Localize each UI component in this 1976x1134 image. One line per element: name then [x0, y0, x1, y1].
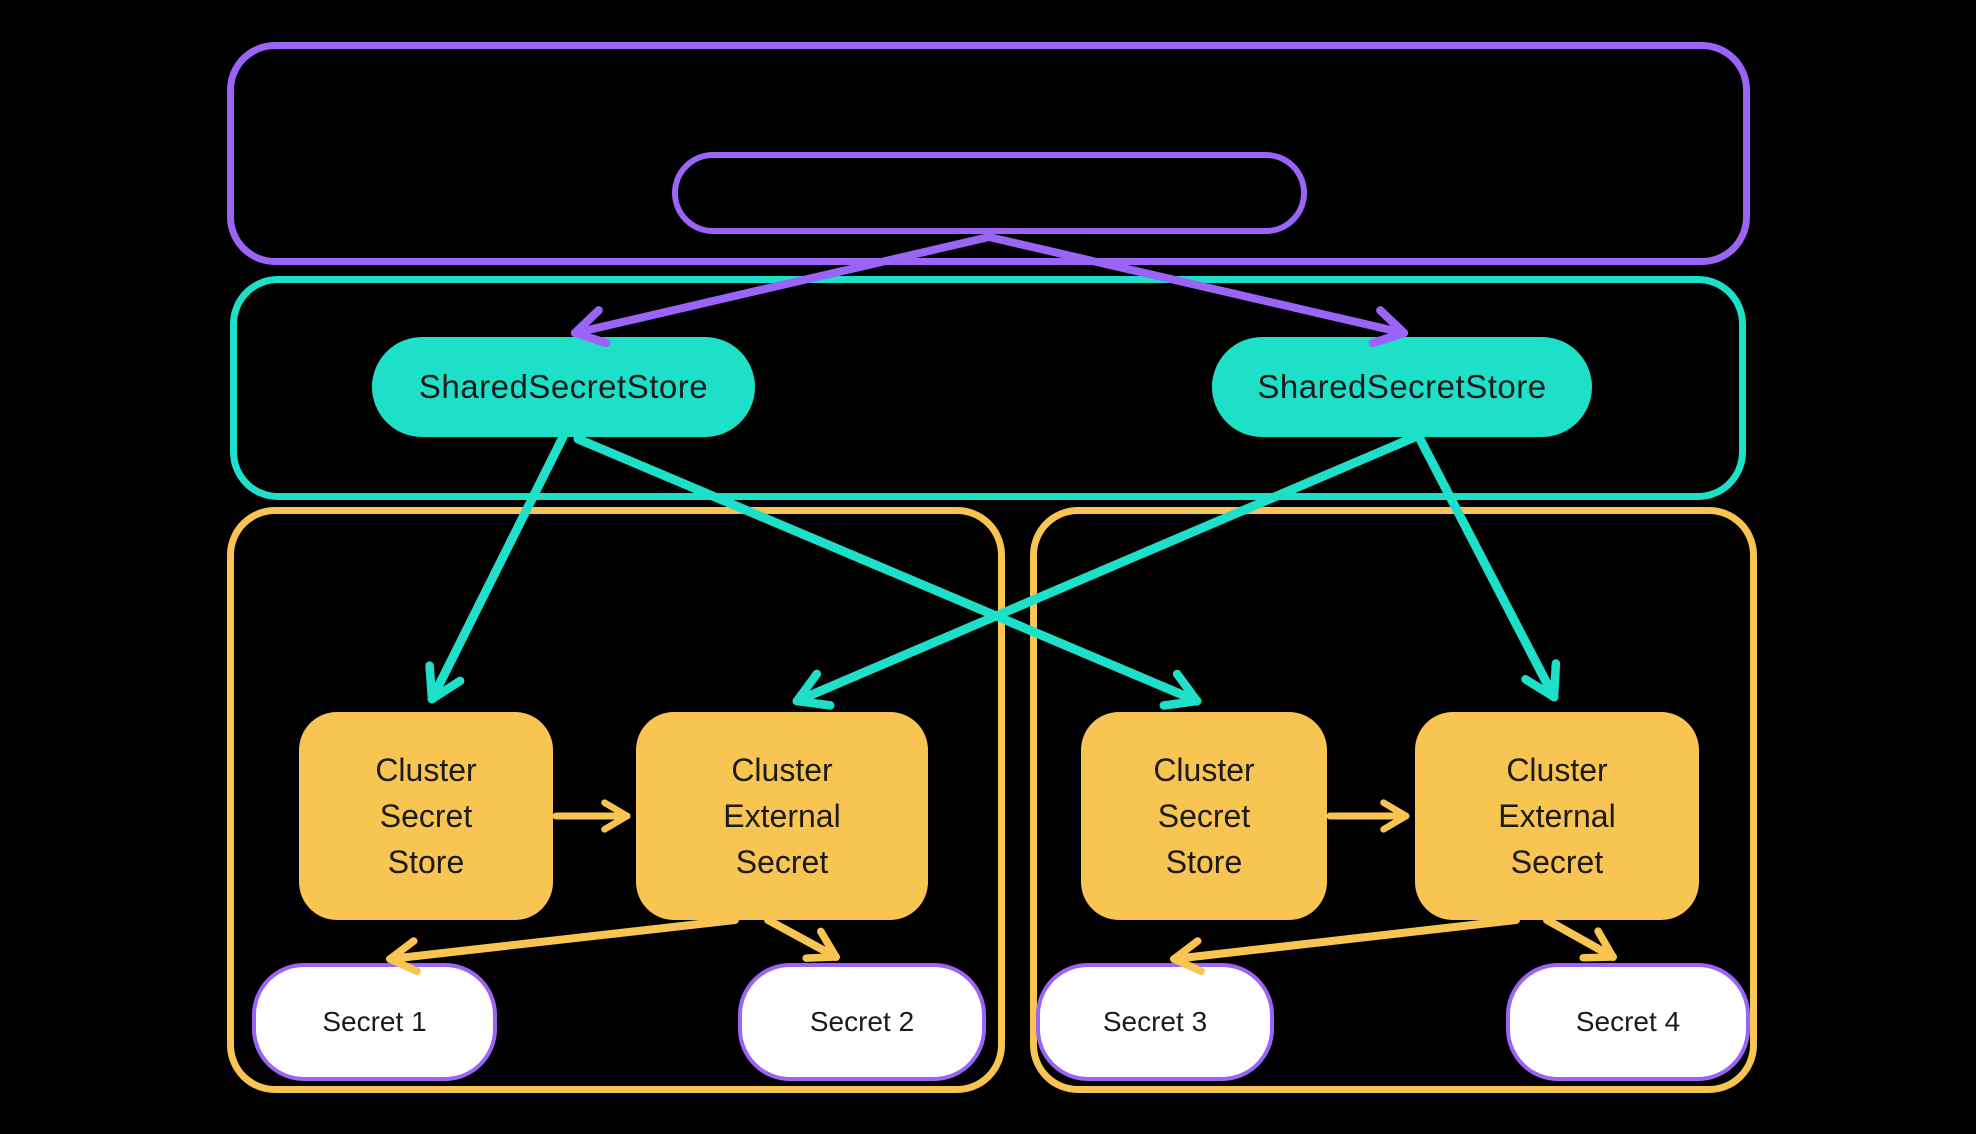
control-plane-pill — [672, 152, 1307, 234]
secret-label-3: Secret 3 — [1102, 1006, 1208, 1037]
cluster1-external-secret-label: Cluster External Secret — [723, 747, 840, 885]
label-line: Store — [387, 844, 465, 880]
label-line: Secret — [1510, 844, 1604, 880]
cluster1-secret-store-label: Cluster Secret Store — [375, 747, 476, 885]
secret-pill-2: Secret 2 — [738, 963, 986, 1081]
label-line: Secret — [735, 844, 829, 880]
secret-pill-3: Secret 3 — [1036, 963, 1274, 1081]
shared-secret-store-pill-1: SharedSecretStore — [372, 337, 755, 437]
secret-pill-1: Secret 1 — [252, 963, 497, 1081]
label-line: Cluster — [1153, 752, 1255, 788]
label-line: Secret — [1157, 798, 1251, 834]
cluster2-secret-store-label: Cluster Secret Store — [1153, 747, 1254, 885]
secret-label-1: Secret 1 — [322, 1006, 427, 1037]
label-line: External — [723, 798, 841, 834]
label-line: Secret — [379, 798, 473, 834]
cluster1-secret-store-box: Cluster Secret Store — [299, 712, 553, 920]
shared-secret-store-pill-2: SharedSecretStore — [1212, 337, 1592, 437]
label-line: Store — [1165, 844, 1243, 880]
label-line: Cluster — [1506, 752, 1608, 788]
cluster2-secret-store-box: Cluster Secret Store — [1081, 712, 1327, 920]
secret-label-2: Secret 2 — [809, 1006, 915, 1037]
secret-label-4: Secret 4 — [1575, 1006, 1681, 1037]
secret-pill-4: Secret 4 — [1506, 963, 1750, 1081]
cluster2-external-secret-label: Cluster External Secret — [1498, 747, 1615, 885]
cluster1-external-secret-box: Cluster External Secret — [636, 712, 928, 920]
cluster2-external-secret-box: Cluster External Secret — [1415, 712, 1699, 920]
shared-secret-store-label-2: SharedSecretStore — [1257, 368, 1547, 405]
shared-secret-store-label-1: SharedSecretStore — [418, 368, 709, 405]
label-line: External — [1498, 798, 1616, 834]
label-line: Cluster — [375, 752, 477, 788]
label-line: Cluster — [731, 752, 833, 788]
